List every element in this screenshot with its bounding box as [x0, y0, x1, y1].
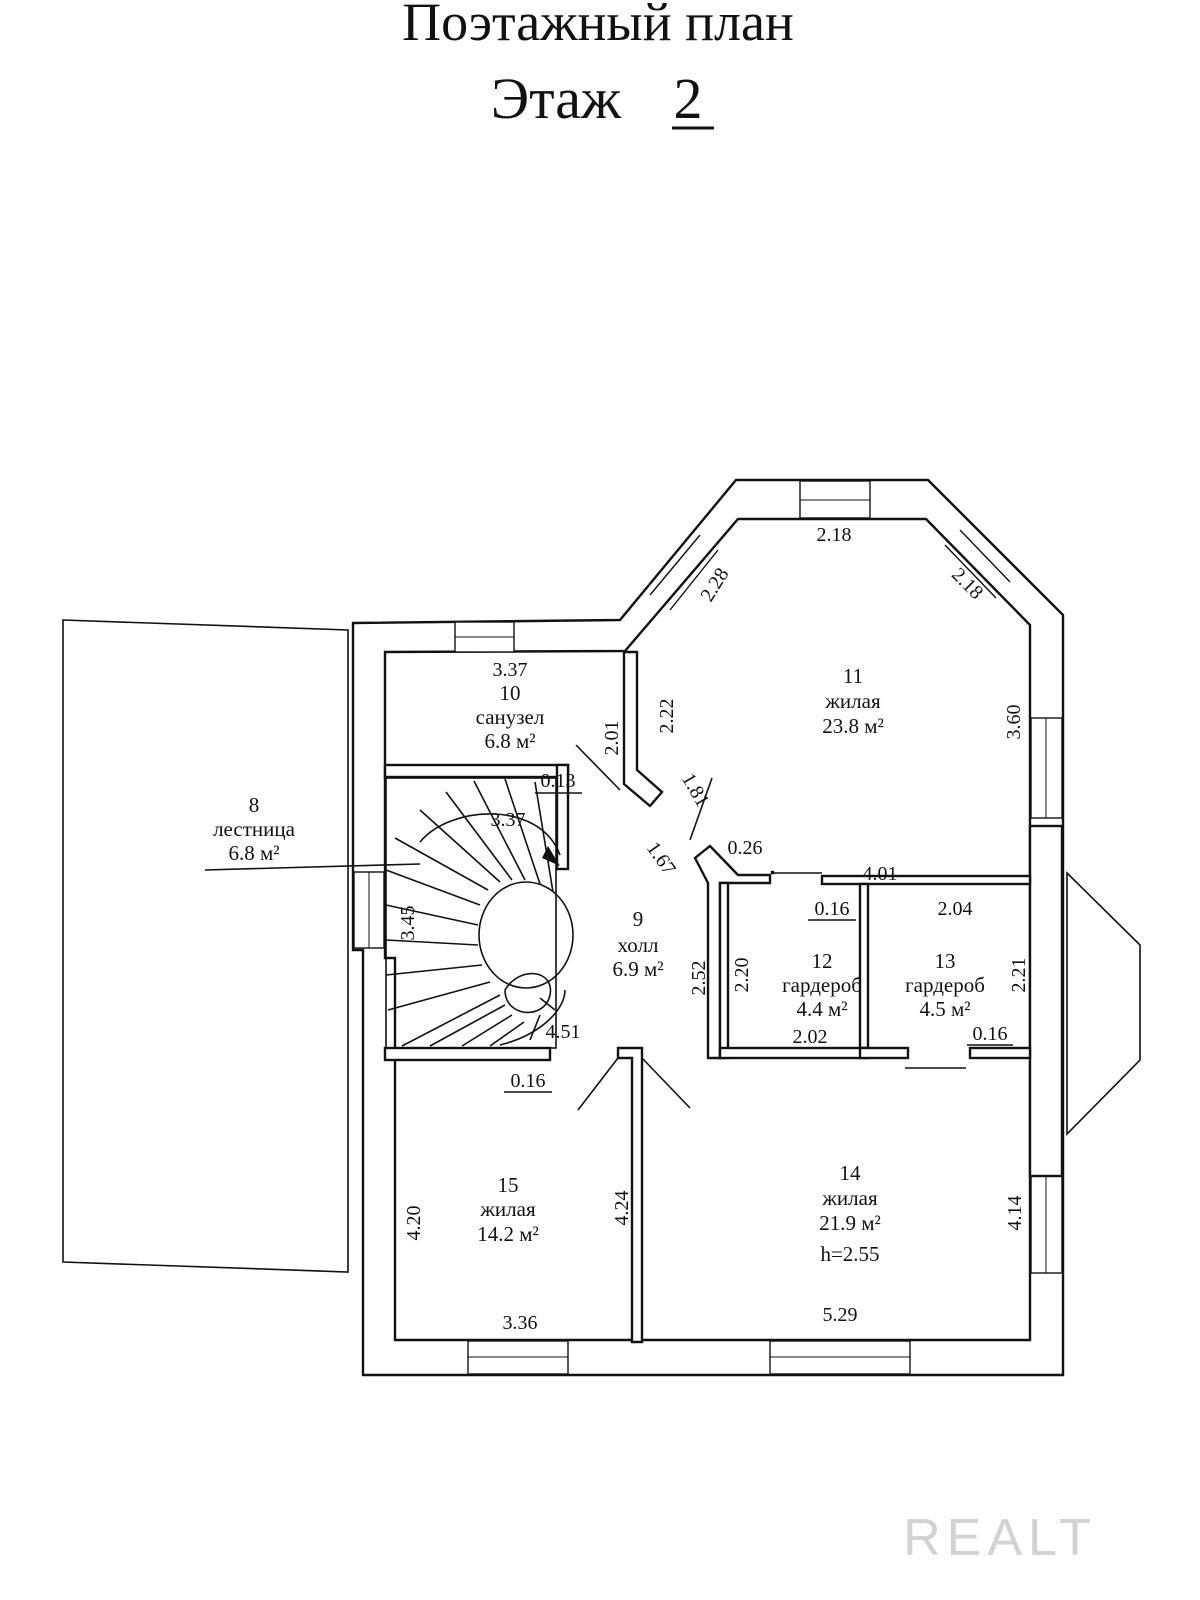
- room-9-number: 9: [633, 907, 644, 931]
- dim-4-14: 4.14: [1004, 1196, 1026, 1231]
- wardrobe-bottom-wall-b: [858, 1046, 910, 1060]
- floor-label: Этаж: [491, 66, 622, 131]
- dim-2-04: 2.04: [938, 898, 973, 920]
- dim-2-01: 2.01: [601, 721, 623, 756]
- room-10-label: 10 санузел 6.8 м²: [476, 681, 545, 753]
- bathroom-hall-wall: [622, 650, 664, 808]
- spiral-staircase: [204, 777, 574, 1049]
- dim-3-45: 3.45: [397, 906, 419, 941]
- room-13-area: 4.5 м²: [919, 997, 970, 1021]
- room-13-number: 13: [935, 949, 956, 973]
- dim-3-37-stair: 3.37: [491, 809, 526, 831]
- dim-0-16-c: 0.16: [511, 1070, 546, 1092]
- room-15-area: 14.2 м²: [477, 1222, 539, 1246]
- realt-watermark: REALT: [903, 1509, 1097, 1567]
- stair-core: [478, 881, 574, 989]
- room-15-number: 15: [498, 1173, 519, 1197]
- room-12-number: 12: [812, 949, 833, 973]
- dim-2-22: 2.22: [656, 699, 678, 734]
- room-9-area: 6.9 м²: [612, 957, 663, 981]
- room-11-name: жилая: [824, 689, 881, 713]
- room-11-label: 11 жилая 23.8 м²: [822, 664, 884, 738]
- dim-2-52: 2.52: [688, 961, 710, 996]
- dim-5-29: 5.29: [823, 1304, 858, 1326]
- dim-0-26: 0.26: [728, 837, 763, 859]
- room-9-label: 9 холл 6.9 м²: [612, 907, 663, 981]
- room-8-label: 8 лестница 6.8 м²: [213, 793, 296, 865]
- wardrobe-divider-wall: [858, 882, 870, 1050]
- room-10-name: санузел: [476, 705, 545, 729]
- room-13-label: 13 гардероб 4.5 м²: [905, 949, 985, 1021]
- dim-1-67: 1.67: [642, 838, 680, 879]
- room-15-label: 15 жилая 14.2 м²: [477, 1173, 539, 1246]
- room-14-label: 14 жилая 21.9 м² h=2.55: [819, 1161, 881, 1266]
- dim-2-21: 2.21: [1008, 958, 1030, 993]
- windows: [353, 480, 1063, 1375]
- dim-2-02: 2.02: [793, 1026, 828, 1048]
- room-10-number: 10: [500, 681, 521, 705]
- room-15-name: жилая: [479, 1197, 536, 1221]
- right-bay-wall: [1028, 824, 1064, 1178]
- interior-walls: [383, 650, 1032, 1344]
- stair-bottom-wall: [383, 1046, 552, 1062]
- left-canopy-outline: [62, 619, 349, 1273]
- room-11-number: 11: [843, 664, 863, 688]
- room-14-area: 21.9 м²: [819, 1211, 881, 1235]
- wardrobe-left-wall: [718, 881, 730, 1060]
- dim-2-18-top: 2.18: [817, 524, 852, 546]
- dim-0-13: 0.13: [541, 770, 576, 792]
- room-14-height: h=2.55: [820, 1242, 879, 1266]
- dim-4-24: 4.24: [611, 1191, 633, 1226]
- stair-arrow: [542, 846, 560, 866]
- dim-0-16-a: 0.16: [815, 898, 850, 920]
- wardrobe-bottom-wall-c: [968, 1046, 1032, 1060]
- dim-3-60: 3.60: [1003, 705, 1025, 740]
- hall-wardrobe-corner: [693, 844, 772, 1060]
- stair-lower-curve: [499, 989, 566, 1046]
- dim-3-37-bath: 3.37: [493, 659, 528, 681]
- floor-number: 2: [674, 66, 703, 131]
- dim-2-20: 2.20: [731, 958, 753, 993]
- right-bay-canopy-outline: [1066, 871, 1141, 1136]
- plan-title: Поэтажный план: [402, 0, 794, 52]
- dim-4-20: 4.20: [403, 1206, 425, 1241]
- door-swings: [575, 744, 966, 1111]
- dim-4-51: 4.51: [546, 1021, 581, 1043]
- room-8-number: 8: [249, 793, 260, 817]
- room-8-area: 6.8 м²: [228, 841, 279, 865]
- room-12-area: 4.4 м²: [796, 997, 847, 1021]
- stair-right-wall: [555, 763, 570, 871]
- room-8-name: лестница: [213, 817, 296, 841]
- stair-well: [385, 777, 557, 1049]
- room-11-area: 23.8 м²: [822, 714, 884, 738]
- room-9-name: холл: [618, 933, 659, 957]
- room-12-name: гардероб: [782, 973, 862, 997]
- room-14-name: жилая: [821, 1186, 878, 1210]
- dim-0-16-b: 0.16: [973, 1023, 1008, 1045]
- room-10-area: 6.8 м²: [484, 729, 535, 753]
- dim-1-81: 1.81: [677, 769, 714, 810]
- room-13-name: гардероб: [905, 973, 985, 997]
- room-12-label: 12 гардероб 4.4 м²: [782, 949, 862, 1021]
- dim-3-36: 3.36: [503, 1312, 538, 1334]
- wardrobe-bottom-wall-a: [718, 1046, 870, 1060]
- wardrobe-top-wall-b: [820, 874, 1032, 886]
- dim-4-01: 4.01: [863, 863, 898, 885]
- stair-inner-curl: [504, 972, 552, 1014]
- stair-outer-curve: [419, 813, 561, 856]
- room-14-number: 14: [840, 1161, 862, 1185]
